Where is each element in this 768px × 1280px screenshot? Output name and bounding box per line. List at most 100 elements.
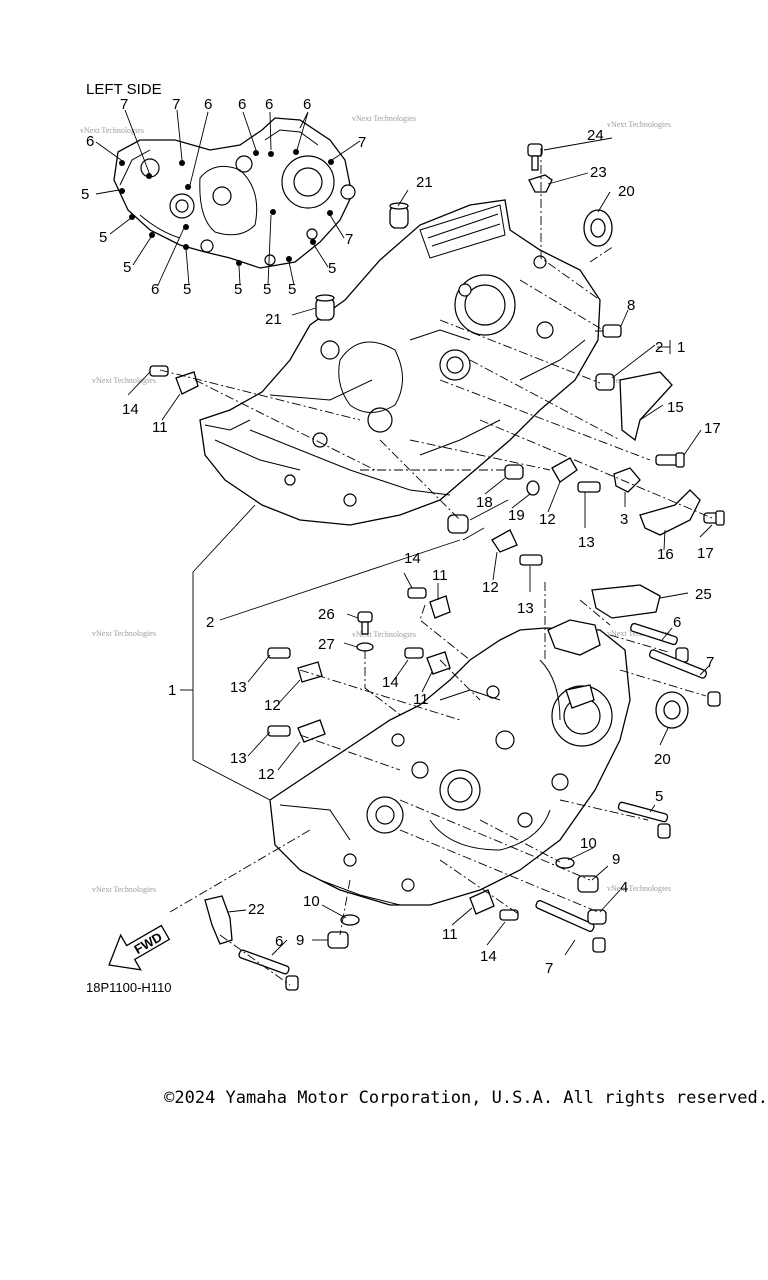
- bolt-13: [267, 647, 291, 659]
- long-bolt-6: [238, 949, 299, 991]
- callout-7: 7: [120, 96, 128, 113]
- callout-15: 15: [667, 399, 684, 416]
- callout-6: 6: [151, 281, 159, 298]
- callout-18: 18: [476, 494, 493, 511]
- watermark-text: vNext Technologies: [352, 114, 416, 123]
- oil-seal-20: [583, 209, 613, 247]
- drain-plug-9: [577, 875, 599, 893]
- callout-5: 5: [81, 186, 89, 203]
- plate-15: [619, 371, 673, 442]
- crankcase-left-half: [269, 619, 631, 906]
- watermark-text: vNext Technologies: [92, 629, 156, 638]
- callout-5: 5: [183, 281, 191, 298]
- callout-14: 14: [480, 948, 497, 965]
- clip-3: [613, 467, 641, 493]
- callout-13: 13: [230, 679, 247, 696]
- bracket-22: [204, 895, 233, 945]
- bolt-17: [703, 510, 725, 526]
- clamp-23: [528, 174, 553, 193]
- callout-1: 1: [677, 339, 685, 356]
- washer-10: [555, 857, 575, 869]
- bolt-24: [527, 143, 543, 171]
- callout-13: 13: [230, 750, 247, 767]
- callout-10: 10: [303, 893, 320, 910]
- callout-17: 17: [704, 420, 721, 437]
- callout-7: 7: [706, 654, 714, 671]
- callout-23: 23: [590, 164, 607, 181]
- bolt-13: [519, 554, 543, 566]
- bolt-14: [499, 909, 519, 921]
- leader-lines: [127, 137, 713, 986]
- callout-13: 13: [578, 534, 595, 551]
- callout-6: 6: [204, 96, 212, 113]
- callout-6: 6: [238, 96, 246, 113]
- callout-21: 21: [265, 311, 282, 328]
- callout-14: 14: [122, 401, 139, 418]
- callout-14: 14: [382, 674, 399, 691]
- callout-numbers: 24 23 20 21 21 8 2 1 14 11 15 17 18 19 1…: [122, 127, 721, 977]
- callout-2: 2: [655, 339, 663, 356]
- callout-11: 11: [152, 419, 168, 436]
- callout-5: 5: [288, 281, 296, 298]
- bolt-14: [407, 587, 427, 599]
- callout-3: 3: [620, 511, 628, 528]
- copyright-notice: ©2024 Yamaha Motor Corporation, U.S.A. A…: [164, 1088, 768, 1108]
- bracket-11: [175, 371, 199, 395]
- callout-13: 13: [517, 600, 534, 617]
- o-ring-19: [526, 480, 540, 496]
- callout-11: 11: [432, 567, 448, 584]
- dowel-pin: [315, 294, 335, 321]
- long-bolt-7: [648, 649, 721, 707]
- callout-5: 5: [99, 229, 107, 246]
- watermark-text: vNext Technologies: [607, 120, 671, 129]
- callout-4: 4: [620, 879, 628, 896]
- inset-leader-lines: [95, 109, 361, 286]
- callout-7: 7: [345, 231, 353, 248]
- bracket-11: [429, 595, 451, 619]
- callout-2: 2: [206, 614, 214, 631]
- sensor-25: [591, 584, 661, 619]
- bolt-14: [149, 365, 169, 377]
- assembly-bracket: [180, 340, 671, 801]
- callout-5: 5: [263, 281, 271, 298]
- plate-12: [297, 661, 323, 683]
- callout-17: 17: [697, 545, 714, 562]
- small-parts: [149, 143, 725, 991]
- left-side-inset-crankcase: 7 7 6 6 6 6 6 5 5 5 6 5 5 5 5 7 7 5: [81, 96, 366, 298]
- forward-arrow-icon: FWD: [108, 924, 171, 971]
- plate-12: [491, 529, 518, 553]
- bolt-26: [357, 611, 373, 635]
- drain-plug-9: [327, 931, 349, 949]
- callout-6: 6: [673, 614, 681, 631]
- bolt-17: [655, 452, 685, 468]
- callout-12: 12: [482, 579, 499, 596]
- plate-12: [551, 457, 578, 483]
- callout-5: 5: [328, 260, 336, 277]
- dowel-18: [504, 464, 524, 480]
- callout-1: 1: [168, 682, 176, 699]
- callout-5: 5: [655, 788, 663, 805]
- bolt-locations: [119, 149, 334, 266]
- bolt-14: [404, 647, 424, 659]
- bolt-13: [267, 725, 291, 737]
- callout-9: 9: [296, 932, 304, 949]
- callout-6: 6: [86, 133, 94, 150]
- dowel-pin: [389, 202, 409, 229]
- callout-20: 20: [618, 183, 635, 200]
- callout-25: 25: [695, 586, 712, 603]
- watermark-text: vNext Technologies: [92, 376, 156, 385]
- callout-22: 22: [248, 901, 265, 918]
- long-bolt-5: [617, 801, 671, 839]
- plate-16: [639, 489, 701, 536]
- callout-6: 6: [303, 96, 311, 113]
- callout-9: 9: [612, 851, 620, 868]
- callout-10: 10: [580, 835, 597, 852]
- long-bolt-6: [630, 622, 689, 663]
- dowel-18: [447, 514, 469, 534]
- callout-20: 20: [654, 751, 671, 768]
- bolt-8: [595, 324, 622, 338]
- callout-6: 6: [265, 96, 273, 113]
- diagram-code: 18P1100-H110: [86, 980, 172, 995]
- callout-7: 7: [358, 134, 366, 151]
- collar-4: [587, 909, 607, 925]
